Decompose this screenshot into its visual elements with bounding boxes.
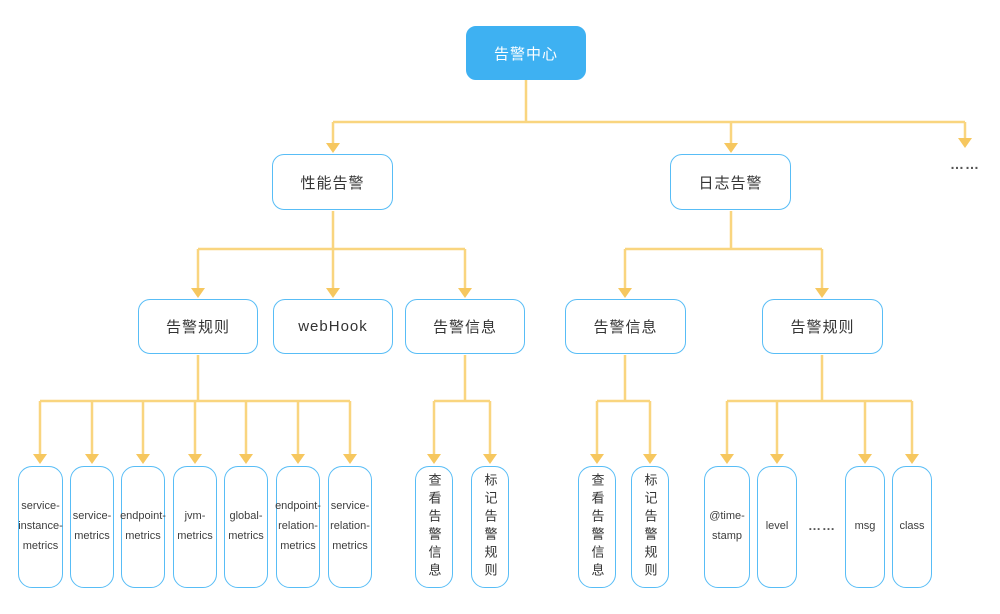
node-perf-webhook: webHook bbox=[273, 299, 393, 354]
node-perf-alert-rules: 告警规则 bbox=[138, 299, 258, 354]
node-perf-alert-info: 告警信息 bbox=[405, 299, 525, 354]
leaf-msg: msg bbox=[845, 466, 885, 588]
more-branches-ellipsis: …… bbox=[950, 156, 980, 172]
leaf-class: class bbox=[892, 466, 932, 588]
leaf-perf-view-alert-info: 查看告警信息 bbox=[415, 466, 453, 588]
log-fields-ellipsis: …… bbox=[808, 518, 836, 533]
leaf-endpoint-metrics: endpoint-metrics bbox=[120, 466, 166, 588]
node-log-alert: 日志告警 bbox=[670, 154, 791, 210]
node-performance-alert: 性能告警 bbox=[272, 154, 393, 210]
leaf-level: level bbox=[757, 466, 797, 588]
leaf-log-view-alert-info: 查看告警信息 bbox=[578, 466, 616, 588]
leaf-service-instance-metrics: service-instance-metrics bbox=[18, 466, 63, 588]
leaf-global-metrics: global-metrics bbox=[224, 466, 268, 588]
leaf-endpoint-relation-metrics: endpoint-relation-metrics bbox=[275, 466, 321, 588]
node-log-alert-info: 告警信息 bbox=[565, 299, 686, 354]
leaf-service-relation-metrics: service-relation-metrics bbox=[328, 466, 372, 588]
leaf-jvm-metrics: jvm-metrics bbox=[173, 466, 217, 588]
leaf-log-mark-alert-rules: 标记告警规则 bbox=[631, 466, 669, 588]
node-log-alert-rules: 告警规则 bbox=[762, 299, 883, 354]
leaf-timestamp: @time-stamp bbox=[704, 466, 750, 588]
leaf-perf-mark-alert-rules: 标记告警规则 bbox=[471, 466, 509, 588]
node-alert-center: 告警中心 bbox=[466, 26, 586, 80]
leaf-service-metrics: service-metrics bbox=[70, 466, 114, 588]
